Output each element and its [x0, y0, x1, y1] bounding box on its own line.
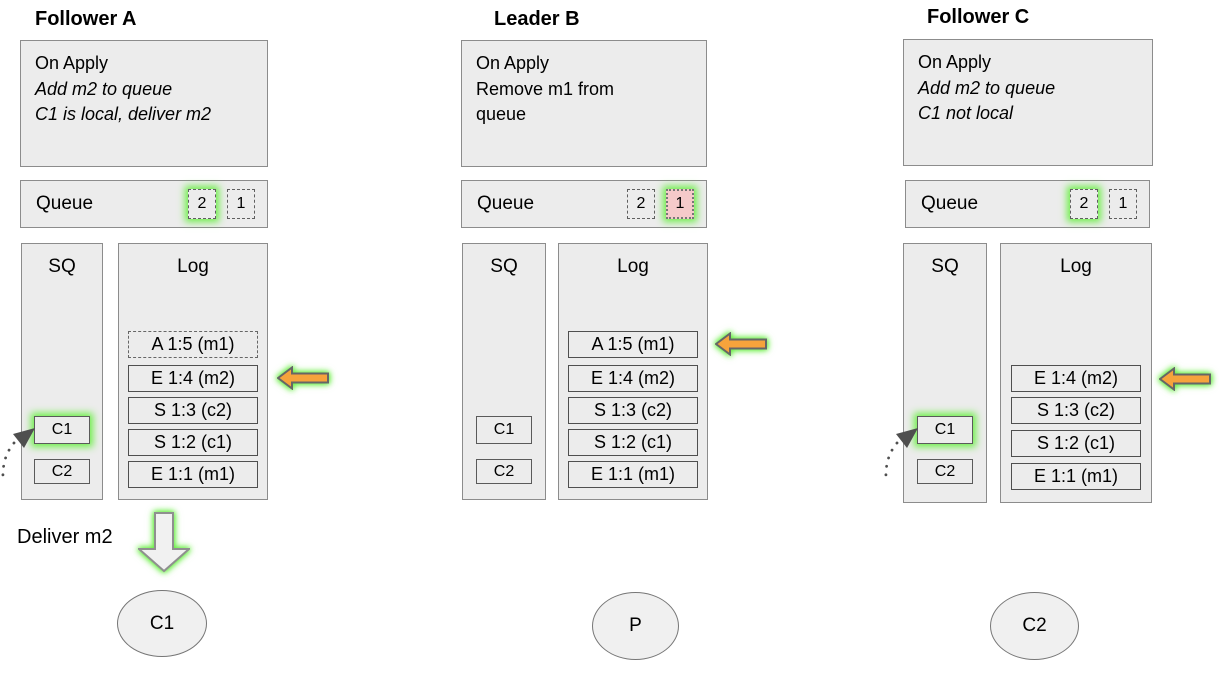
log-label: Log — [617, 256, 649, 277]
log-entry: A 1:5 (m1) — [128, 331, 258, 358]
queue-slots: 2 1 — [188, 189, 267, 219]
queue-slot-1: 1 — [1109, 189, 1137, 219]
log-entry: S 1:3 (c2) — [128, 397, 258, 424]
apply-pointer-arrow-icon — [1159, 367, 1211, 391]
client-node-c1: C1 — [117, 590, 207, 657]
log-entry: S 1:2 (c1) — [568, 429, 698, 456]
on-apply-box: On Apply Remove m1 from queue — [461, 40, 707, 167]
apply-pointer-arrow-icon — [277, 366, 329, 390]
log-entry: E 1:4 (m2) — [1011, 365, 1141, 392]
queue-slot-2: 2 — [1070, 189, 1098, 219]
queue-slot-1: 1 — [227, 189, 255, 219]
log-label: Log — [1060, 256, 1092, 277]
queue-box: Queue 2 1 — [20, 180, 268, 228]
queue-slots: 2 1 — [627, 189, 706, 219]
queue-box: Queue 2 1 — [905, 180, 1150, 228]
on-apply-line: On Apply — [918, 52, 992, 72]
on-apply-box: On Apply Add m2 to queue C1 is local, de… — [20, 40, 268, 167]
queue-slot-2: 2 — [627, 189, 655, 219]
log-entry: E 1:4 (m2) — [128, 365, 258, 392]
log-entry: E 1:4 (m2) — [568, 365, 698, 392]
queue-slot-2: 2 — [188, 189, 216, 219]
sq-box: SQ C1 C2 — [21, 243, 103, 500]
on-apply-box: On Apply Add m2 to queue C1 not local — [903, 39, 1153, 166]
column-title-follower-a: Follower A — [35, 8, 137, 30]
on-apply-line: On Apply — [35, 53, 109, 73]
sq-box: SQ C1 C2 — [462, 243, 546, 500]
sq-box: SQ C1 C2 — [903, 243, 987, 503]
on-apply-line: C1 not local — [918, 103, 1014, 123]
deliver-label: Deliver m2 — [17, 526, 113, 548]
client-node-c2: C2 — [990, 592, 1079, 660]
sq-label: SQ — [48, 256, 76, 277]
log-box: Log A 1:5 (m1) E 1:4 (m2) S 1:3 (c2) S 1… — [558, 243, 708, 500]
sq-label: SQ — [931, 256, 959, 277]
sq-item-c2: C2 — [34, 459, 90, 484]
sq-item-c1: C1 — [917, 416, 973, 444]
deliver-arrow-icon — [138, 512, 190, 573]
log-entry: S 1:2 (c1) — [128, 429, 258, 456]
on-apply-line: Add m2 to queue — [918, 77, 1056, 98]
sq-label: SQ — [490, 256, 518, 277]
log-entry: A 1:5 (m1) — [568, 331, 698, 358]
log-entry: E 1:1 (m1) — [128, 461, 258, 488]
sq-item-c1: C1 — [476, 416, 532, 444]
log-entry: S 1:2 (c1) — [1011, 430, 1141, 457]
column-title-leader-b: Leader B — [494, 8, 580, 30]
sq-item-c2: C2 — [917, 459, 973, 484]
on-apply-line: queue — [476, 104, 527, 124]
queue-slot-1: 1 — [666, 189, 694, 219]
dotted-pointer-icon — [1, 428, 35, 481]
queue-box: Queue 2 1 — [461, 180, 707, 228]
sq-item-c1: C1 — [34, 416, 90, 444]
on-apply-line: Add m2 to queue — [35, 78, 173, 99]
log-entry: E 1:1 (m1) — [568, 461, 698, 488]
producer-node-p: P — [592, 592, 679, 660]
queue-label: Queue — [477, 193, 535, 214]
on-apply-line: Remove m1 from — [476, 78, 615, 99]
on-apply-line: On Apply — [476, 53, 550, 73]
log-entry: S 1:3 (c2) — [1011, 397, 1141, 424]
log-label: Log — [177, 256, 209, 277]
dotted-pointer-icon — [884, 428, 918, 481]
queue-label: Queue — [921, 193, 979, 214]
log-box: Log E 1:4 (m2) S 1:3 (c2) S 1:2 (c1) E 1… — [1000, 243, 1152, 503]
column-title-follower-c: Follower C — [927, 6, 1030, 28]
log-entry: E 1:1 (m1) — [1011, 463, 1141, 490]
log-entry: S 1:3 (c2) — [568, 397, 698, 424]
queue-slots: 2 1 — [1070, 189, 1149, 219]
apply-pointer-arrow-icon — [715, 332, 767, 356]
log-box: Log A 1:5 (m1) E 1:4 (m2) S 1:3 (c2) S 1… — [118, 243, 268, 500]
on-apply-line: C1 is local, deliver m2 — [35, 104, 212, 124]
sq-item-c2: C2 — [476, 459, 532, 484]
queue-label: Queue — [36, 193, 94, 214]
